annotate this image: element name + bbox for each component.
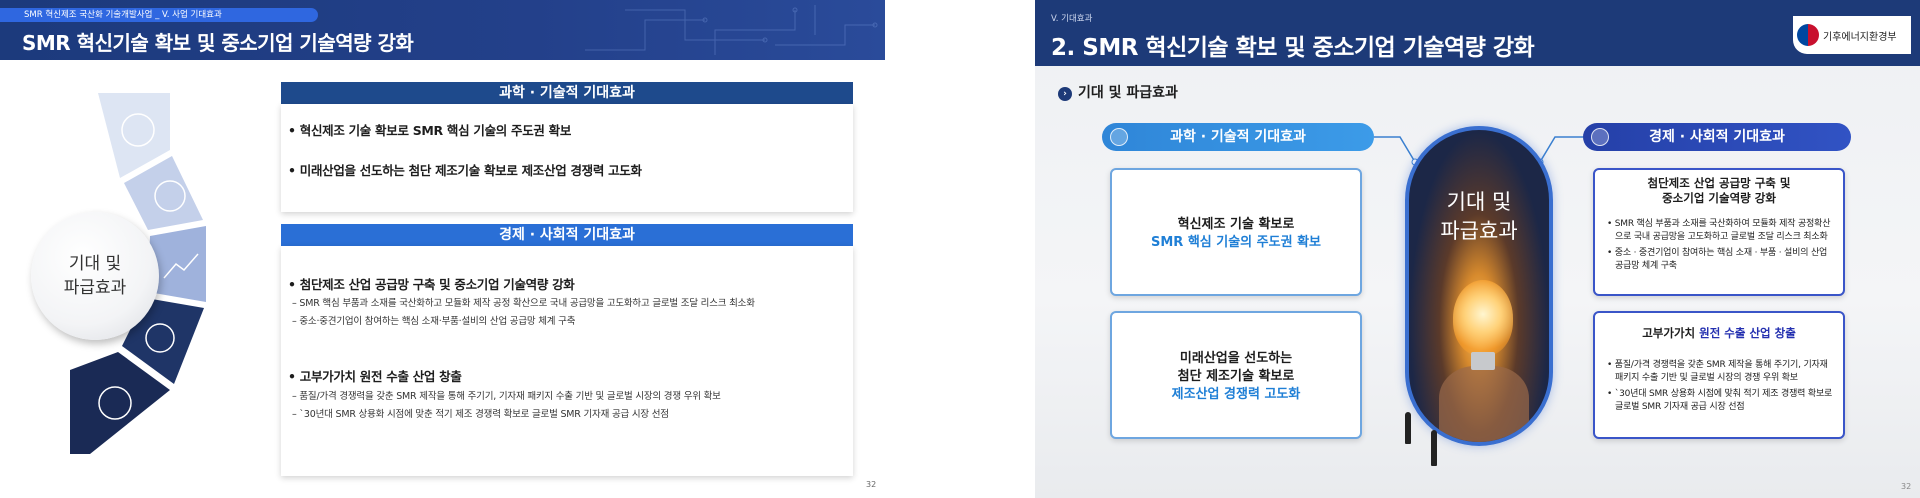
left-page-number: 32 (866, 480, 877, 489)
science-pill-label: 과학 · 기술적 기대효과 (1170, 129, 1306, 145)
economy-pill: 경제 · 사회적 기대효과 (1583, 123, 1851, 151)
section-heading-text: 기대 및 파급효과 (1078, 85, 1178, 101)
globe-handshake-icon (1591, 128, 1609, 146)
economy-card-1-bullet-1: • SMR 핵심 부품과 소재를 국산화하여 모듈화 제작 공정확산으로 국내 … (1607, 219, 1831, 242)
right-page-number: 32 (1901, 482, 1912, 491)
science-bullet-2: • 미래산업을 선도하는 첨단 제조기술 확보로 제조산업 경쟁력 고도화 (288, 163, 642, 178)
center-label-line1: 기대 및 (1446, 190, 1512, 214)
team-icon (98, 386, 132, 420)
science-card-1-line2: SMR 핵심 기술의 주도권 확보 (1150, 235, 1321, 250)
right-header-bar (1035, 0, 1920, 66)
lightbulb-base (1471, 352, 1495, 370)
economy-card-2-bullets: • 품질/가격 경쟁력을 갖춘 SMR 제작을 통해 주기기, 기자재 패키지 … (1607, 359, 1835, 417)
economy-card-2-bullet-2: • `30년대 SMR 상용화 시점에 맞춰 적기 제조 경쟁력 확보로 글로벌… (1607, 389, 1833, 412)
science-card-1-line1: 혁신제조 기술 확보로 (1177, 217, 1295, 232)
right-slide: V. 기대효과 2. SMR 혁신기술 확보 및 중소기업 기술역량 강화 기후… (1035, 0, 1920, 498)
left-slide-title: SMR 혁신기술 확보 및 중소기업 기술역량 강화 (22, 31, 414, 55)
economy-card-1-title2: 중소기업 기술역량 강화 (1662, 191, 1776, 205)
taegeuk-emblem-icon (1797, 24, 1819, 46)
fan-segment-4 (122, 298, 204, 384)
science-card-2-line2: 첨단 제조기술 확보로 (1177, 369, 1295, 384)
ministry-logo-text: 기후에너지환경부 (1823, 32, 1897, 43)
right-slide-title: 2. SMR 혁신기술 확보 및 중소기업 기술역량 강화 (1051, 35, 1535, 61)
circuit-pattern-icon (585, 5, 878, 55)
impact-fan-diagram (70, 93, 206, 454)
center-label: 기대 및 파급효과 (1409, 188, 1549, 246)
head-gear-icon (121, 113, 155, 147)
economy-box-body (281, 246, 853, 476)
fan-segment-1 (98, 93, 170, 178)
right-breadcrumb: V. 기대효과 (1051, 14, 1093, 24)
science-bullet-1: • 혁신제조 기술 확보로 SMR 핵심 기술의 주도권 확보 (288, 123, 572, 138)
chevron-right-icon: › (1058, 87, 1072, 101)
businessman-figure-2 (1431, 430, 1437, 466)
economy-card-2-title: 고부가가치 원전 수출 산업 창출 (1595, 326, 1843, 341)
brain-gear-icon (1110, 128, 1128, 146)
science-card-2-line3: 제조산업 경쟁력 고도화 (1171, 387, 1301, 402)
economy-item1-sub2: – 중소·중견기업이 참여하는 핵심 소재·부품·설비의 산업 공급망 체계 구… (292, 316, 576, 327)
economy-card-2-bullet-1: • 품질/가격 경쟁력을 갖춘 SMR 제작을 통해 주기기, 기자재 패키지 … (1607, 360, 1828, 383)
science-box-body (281, 104, 853, 212)
economy-card-1-bullets: • SMR 핵심 부품과 소재를 국산화하여 모듈화 제작 공정확산으로 국내 … (1607, 218, 1835, 276)
left-center-label-line2: 파급효과 (63, 278, 127, 298)
left-slide: SMR 혁신제조 국산화 기술개발사업 _ V. 사업 기대효과 SMR 혁신기… (0, 0, 885, 498)
economy-card-2-title-accent: 원전 수출 산업 창출 (1699, 326, 1796, 340)
economy-item1-sub1: – SMR 핵심 부품과 소재를 국산화하고 모듈화 제작 공정 확산으로 국내… (292, 298, 755, 309)
science-pill: 과학 · 기술적 기대효과 (1102, 123, 1374, 151)
left-center-circle: 기대 및 파급효과 (31, 212, 159, 340)
science-box-header: 과학 · 기술적 기대효과 (281, 82, 853, 104)
network-people-icon (154, 180, 186, 212)
center-label-line2: 파급효과 (1440, 219, 1518, 243)
center-bulb-oval: 기대 및 파급효과 (1405, 126, 1553, 446)
economy-item2-sub2: – `30년대 SMR 상용화 시점에 맞춘 적기 제조 경쟁력 확보로 글로벌… (292, 409, 669, 420)
economy-card-1-title1: 첨단제조 산업 공급망 구축 및 (1647, 176, 1791, 190)
hand-image (1439, 366, 1529, 442)
fan-segment-5 (70, 352, 170, 454)
economy-item2-title: • 고부가가치 원전 수출 산업 창출 (288, 369, 462, 384)
economy-card-2: 고부가가치 원전 수출 산업 창출 • 품질/가격 경쟁력을 갖춘 SMR 제작… (1593, 311, 1845, 439)
science-card-2: 미래산업을 선도하는 첨단 제조기술 확보로 제조산업 경쟁력 고도화 (1110, 311, 1362, 439)
person-bulb-icon (145, 323, 175, 353)
science-card-2-line1: 미래산업을 선도하는 (1179, 351, 1293, 366)
fan-segment-2 (124, 156, 203, 230)
section-heading: › 기대 및 파급효과 (1058, 82, 1178, 102)
economy-pill-label: 경제 · 사회적 기대효과 (1649, 129, 1785, 145)
left-breadcrumb: SMR 혁신제조 국산화 기술개발사업 _ V. 사업 기대효과 (24, 10, 222, 20)
lightbulb-icon (1453, 280, 1513, 356)
economy-box-header: 경제 · 사회적 기대효과 (281, 224, 853, 246)
left-breadcrumb-pill: SMR 혁신제조 국산화 기술개발사업 _ V. 사업 기대효과 (0, 8, 318, 22)
businessman-figure-1 (1405, 412, 1411, 444)
economy-card-1-bullet-2: • 중소 · 중견기업이 참여하는 핵심 소재 · 부품 · 설비의 산업 공급… (1607, 248, 1828, 271)
economy-item1-title: • 첨단제조 산업 공급망 구축 및 중소기업 기술역량 강화 (288, 277, 575, 292)
economy-card-2-title-plain: 고부가가치 (1642, 326, 1700, 340)
growth-chart-icon (163, 253, 199, 279)
science-card-1: 혁신제조 기술 확보로 SMR 핵심 기술의 주도권 확보 (1110, 168, 1362, 296)
economy-card-1: 첨단제조 산업 공급망 구축 및 중소기업 기술역량 강화 • SMR 핵심 부… (1593, 168, 1845, 296)
ministry-logo: 기후에너지환경부 (1793, 16, 1911, 54)
economy-item2-sub1: – 품질/가격 경쟁력을 갖춘 SMR 제작을 통해 주기기, 기자재 패키지 … (292, 391, 721, 402)
left-center-label-line1: 기대 및 (68, 254, 122, 274)
